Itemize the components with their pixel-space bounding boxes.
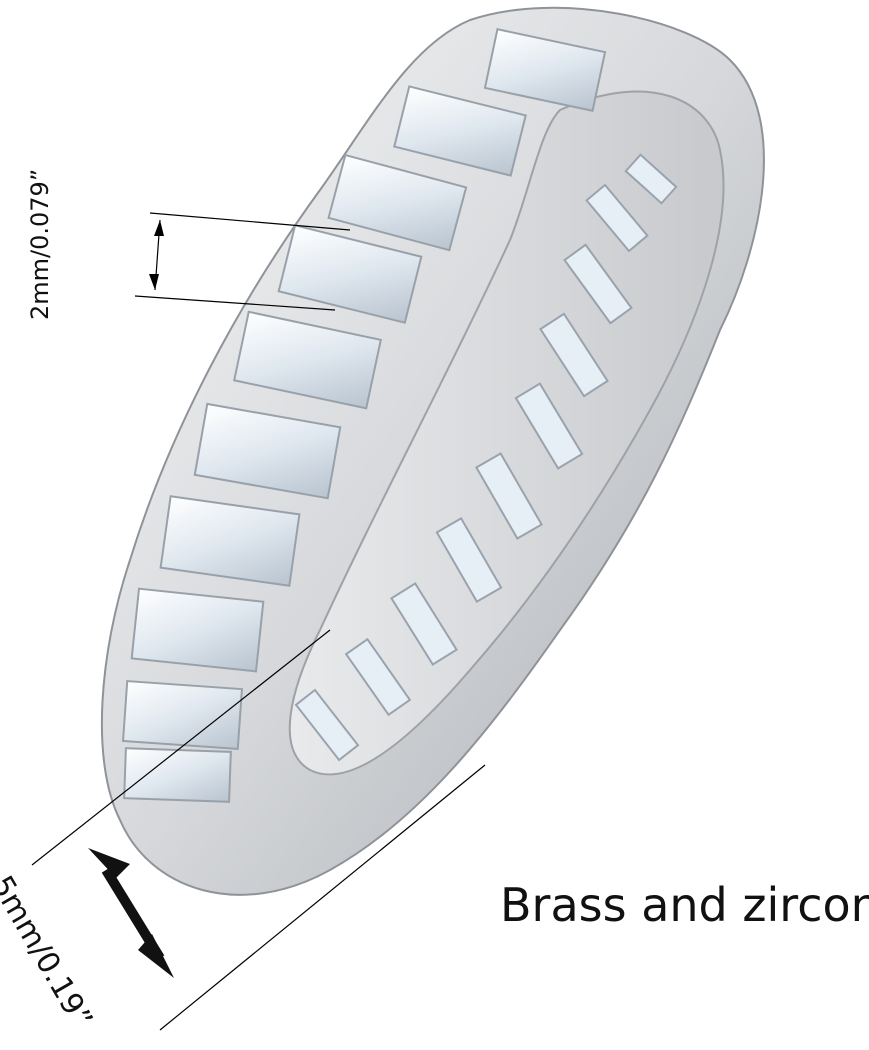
stone-row-outer (121, 28, 607, 803)
band-width-dimension (31, 629, 486, 1031)
stone-row-inner (294, 153, 678, 762)
band-width-arrow-icon (88, 848, 174, 978)
material-label: Brass and zircon (500, 878, 869, 932)
stone-width-dimension (134, 212, 351, 311)
stone-width-label: 2mm/0.079” (26, 168, 54, 320)
